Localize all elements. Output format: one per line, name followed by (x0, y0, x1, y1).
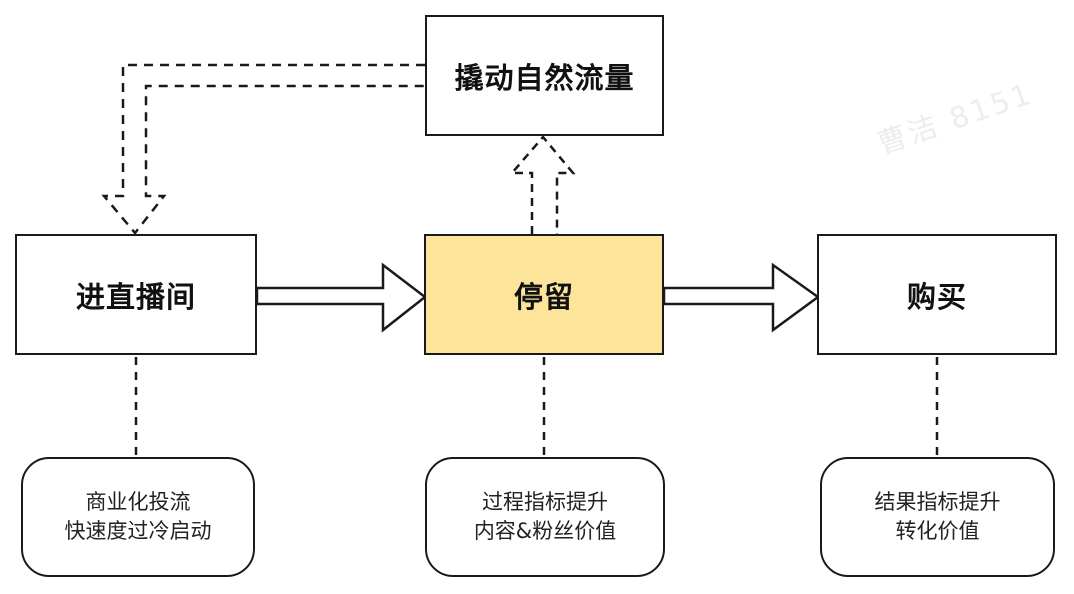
node-enter-label: 进直播间 (75, 279, 196, 314)
block-arrow-stay-to-buy (662, 262, 821, 333)
note-commercial-traffic: 商业化投流 快速度过冷启动 (21, 457, 255, 577)
block-arrow-enter-to-stay (255, 262, 428, 333)
note-enter-line2: 快速度过冷启动 (64, 519, 212, 543)
note-buy-line2: 转化价值 (895, 519, 980, 543)
node-stay-highlighted: 停留 (424, 234, 664, 355)
dashed-up-arrow-stay-to-leverage (509, 135, 576, 234)
note-stay-line1: 过程指标提升 (482, 490, 608, 514)
dashed-elbow-arrow-leverage-to-enter (101, 63, 425, 235)
node-buy: 购买 (817, 234, 1057, 355)
note-stay-line2: 内容&粉丝价值 (473, 519, 617, 543)
note-result-metrics: 结果指标提升 转化价值 (820, 457, 1055, 577)
node-leverage-natural-traffic: 撬动自然流量 (425, 15, 664, 136)
note-buy-line1: 结果指标提升 (874, 490, 1001, 514)
node-leverage-label: 撬动自然流量 (454, 60, 635, 95)
note-process-metrics: 过程指标提升 内容&粉丝价值 (425, 457, 665, 577)
note-enter-line1: 商业化投流 (85, 490, 191, 514)
node-buy-label: 购买 (906, 279, 967, 314)
node-enter-live-room: 进直播间 (15, 234, 257, 355)
node-stay-label: 停留 (513, 279, 574, 314)
